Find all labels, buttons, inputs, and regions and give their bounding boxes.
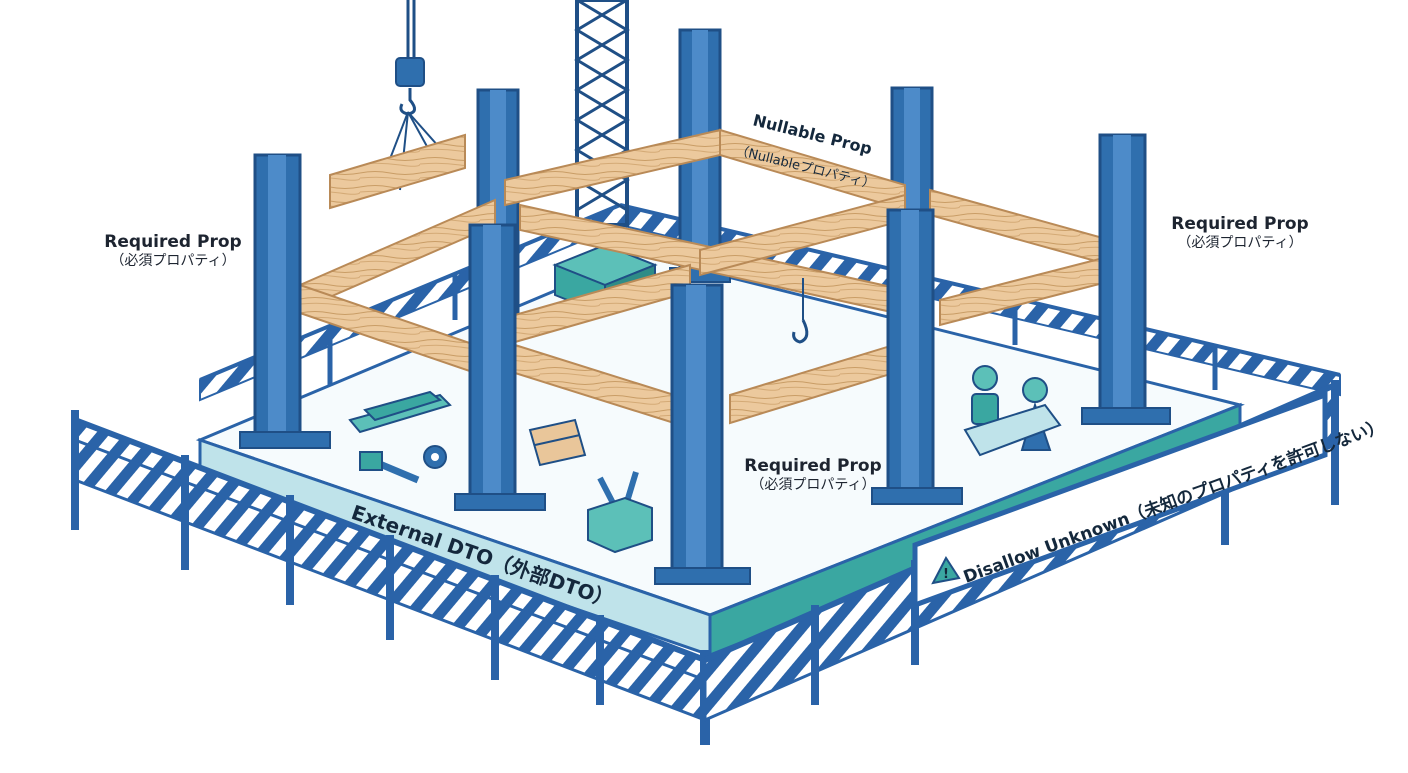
- required-prop-title: Required Prop: [1171, 214, 1309, 234]
- required-prop-subtitle: （必須プロパティ）: [110, 253, 236, 270]
- wrench-icon: [587, 471, 653, 554]
- required-prop-label-right: Required Prop （必須プロパティ）: [1155, 214, 1325, 253]
- required-prop-title: Required Prop: [744, 456, 882, 476]
- gear-icon: [423, 445, 447, 469]
- steel-column: [454, 223, 546, 511]
- steel-column: [239, 153, 331, 449]
- required-prop-subtitle: （必須プロパティ）: [750, 477, 876, 494]
- steel-bars: [348, 390, 452, 434]
- hardhat-worker-icon: [963, 365, 1062, 457]
- warning-icon: !: [931, 556, 961, 585]
- hammer-icon: [359, 451, 420, 484]
- hanging-beam: [329, 0, 466, 210]
- crane-tower: [574, 0, 630, 227]
- required-prop-label-center: Required Prop （必須プロパティ）: [728, 456, 898, 495]
- required-prop-label-left: Required Prop （必須プロパティ）: [88, 232, 258, 271]
- steel-column: [654, 283, 751, 585]
- steel-column: [1081, 133, 1171, 425]
- required-prop-subtitle: （必須プロパティ）: [1177, 235, 1303, 252]
- required-prop-title: Required Prop: [104, 232, 242, 252]
- crane-hook-icon: [792, 278, 809, 344]
- lumber-pile: [528, 418, 587, 467]
- svg-text:!: !: [943, 567, 949, 582]
- steel-column: [871, 208, 963, 505]
